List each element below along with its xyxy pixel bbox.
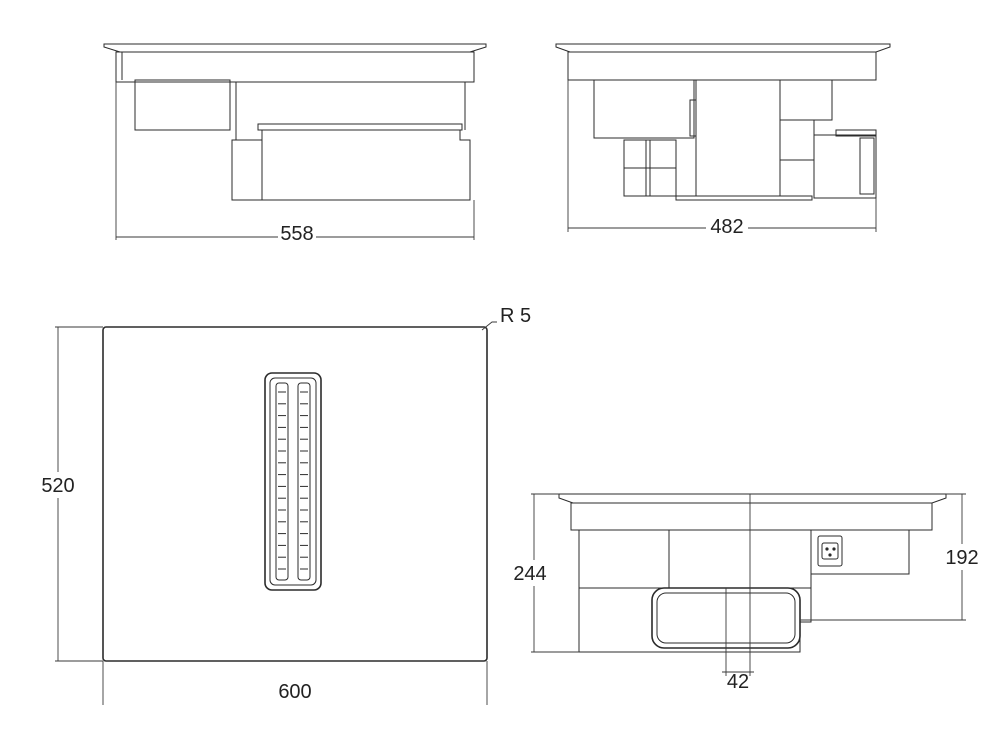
- section-glass-top: [558, 493, 947, 504]
- power-socket-icon: [817, 535, 843, 567]
- dim-top-width: 600: [278, 681, 311, 703]
- dim-side-depth: 482: [710, 216, 743, 238]
- front-view: 558: [103, 43, 487, 245]
- section-body: [570, 502, 933, 531]
- front-fan-housing: [231, 129, 471, 201]
- dim-corner-radius: R 5: [500, 305, 531, 327]
- side-body: [567, 51, 877, 81]
- dim-top-depth: 520: [41, 475, 74, 497]
- extraction-grille: [264, 372, 322, 591]
- side-view: 482: [555, 43, 891, 238]
- front-glass-top: [103, 43, 487, 53]
- front-left-box: [134, 79, 231, 131]
- front-body: [115, 51, 475, 83]
- side-glass-top: [555, 43, 891, 53]
- dim-outlet-width: 42: [727, 671, 749, 693]
- radius-leader: [481, 321, 497, 331]
- side-motor-block: [695, 79, 781, 197]
- section-view: 42 244 192: [513, 493, 979, 693]
- dim-body-height: 192: [945, 547, 978, 569]
- side-right-housing: [813, 134, 877, 199]
- dim-front-width: 558: [280, 223, 313, 245]
- dim-total-height: 244: [513, 563, 546, 585]
- section-lower-housing: [578, 587, 812, 653]
- top-view: R 5 520 600: [41, 305, 531, 705]
- top-glass-plate: [102, 326, 488, 662]
